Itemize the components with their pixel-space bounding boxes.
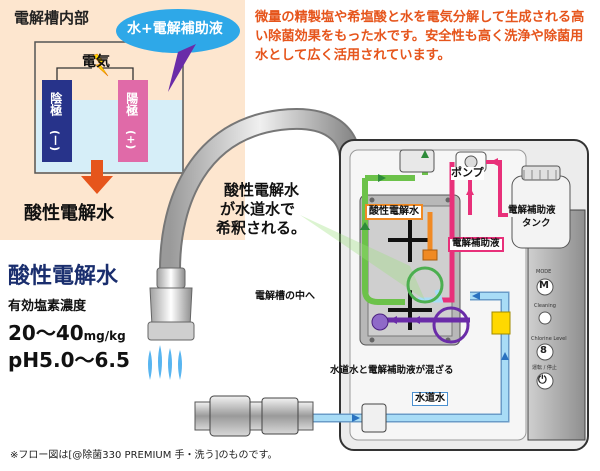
aux-liquid-tag: 電解補助液 [448, 237, 504, 252]
cathode-label: 陰極 [48, 92, 63, 116]
highlight-purple-circle [432, 306, 470, 344]
panel-buttons [536, 278, 554, 390]
cathode-sign: (ー) [48, 130, 62, 152]
caption-cleaning: Cleaning [534, 303, 556, 309]
nozzle-top [156, 267, 186, 289]
caption-level: Chlorine Level [531, 336, 567, 342]
highlight-green-circle [406, 266, 444, 304]
anode-label: 陽極 [124, 92, 139, 116]
cell-outline [34, 41, 184, 174]
dilution-line-3: 希釈される。 [216, 219, 307, 237]
spark-icon [92, 53, 109, 77]
chlorine-number: 20〜40 [8, 321, 84, 345]
tank-label-2: タンク [522, 218, 551, 230]
plate-cross [388, 218, 432, 262]
nozzle-head [147, 321, 195, 341]
anode-electrode [118, 80, 148, 162]
electricity-label: 電気 [82, 54, 110, 70]
valve-block [399, 149, 435, 173]
chlorine-unit: mg/kg [83, 329, 126, 343]
power-button-glyph: ⏻ [538, 373, 547, 386]
yellow-joint [491, 311, 511, 335]
chlorine-value: 20〜40mg/kg [8, 322, 126, 345]
bubble-shape [116, 9, 240, 53]
spec-title: 酸性電解水 [8, 264, 119, 289]
level-button-glyph: 8 [540, 345, 547, 356]
bubble-arrow-icon [168, 44, 196, 92]
chlorine-label: 有効塩素濃度 [8, 299, 87, 314]
inlet-nut [209, 395, 251, 437]
nozzle-body [149, 287, 193, 327]
caption-power: 運転 / 停止 [532, 365, 557, 371]
caption-mode: MODE [536, 269, 552, 275]
hose [161, 110, 359, 279]
acidic-water-tag: 酸性電解水 [365, 204, 423, 220]
cathode-electrode [42, 80, 72, 162]
bubble-label: 水+電解補助液 [127, 21, 223, 37]
anode-sign: (+) [124, 130, 138, 150]
inlet-valve [361, 403, 387, 433]
dilution-line-1: 酸性電解水 [224, 181, 300, 199]
water-drops [148, 345, 182, 380]
dilution-line-2: が水道水で [220, 200, 296, 218]
footnote: ※フロー図は[@除菌330 PREMIUM 手・洗う]のものです。 [10, 450, 278, 461]
tap-water-tag: 水道水 [412, 392, 448, 406]
tank-label-1: 電解補助液 [508, 205, 556, 217]
wire [56, 67, 134, 80]
tank-cap [521, 165, 561, 181]
inside-cell-label: 電解槽の中へ [255, 291, 315, 302]
highlight-beam [300, 215, 425, 300]
cell-result-label: 酸性電解水 [24, 203, 114, 224]
ph-value: pH5.0〜6.5 [8, 348, 130, 372]
cell-title: 電解槽内部 [14, 9, 90, 27]
description-text: 微量の精製塩や希塩酸と水を電気分解して生成される高い除菌効果をもった水です。安全… [255, 10, 585, 63]
green-pipe [362, 178, 405, 305]
mode-button-glyph: M [539, 280, 549, 291]
down-arrow-icon [81, 160, 113, 194]
mixing-label: 水道水と電解補助液が混ざる [330, 365, 454, 376]
pump-label: ポンプ [451, 166, 484, 180]
